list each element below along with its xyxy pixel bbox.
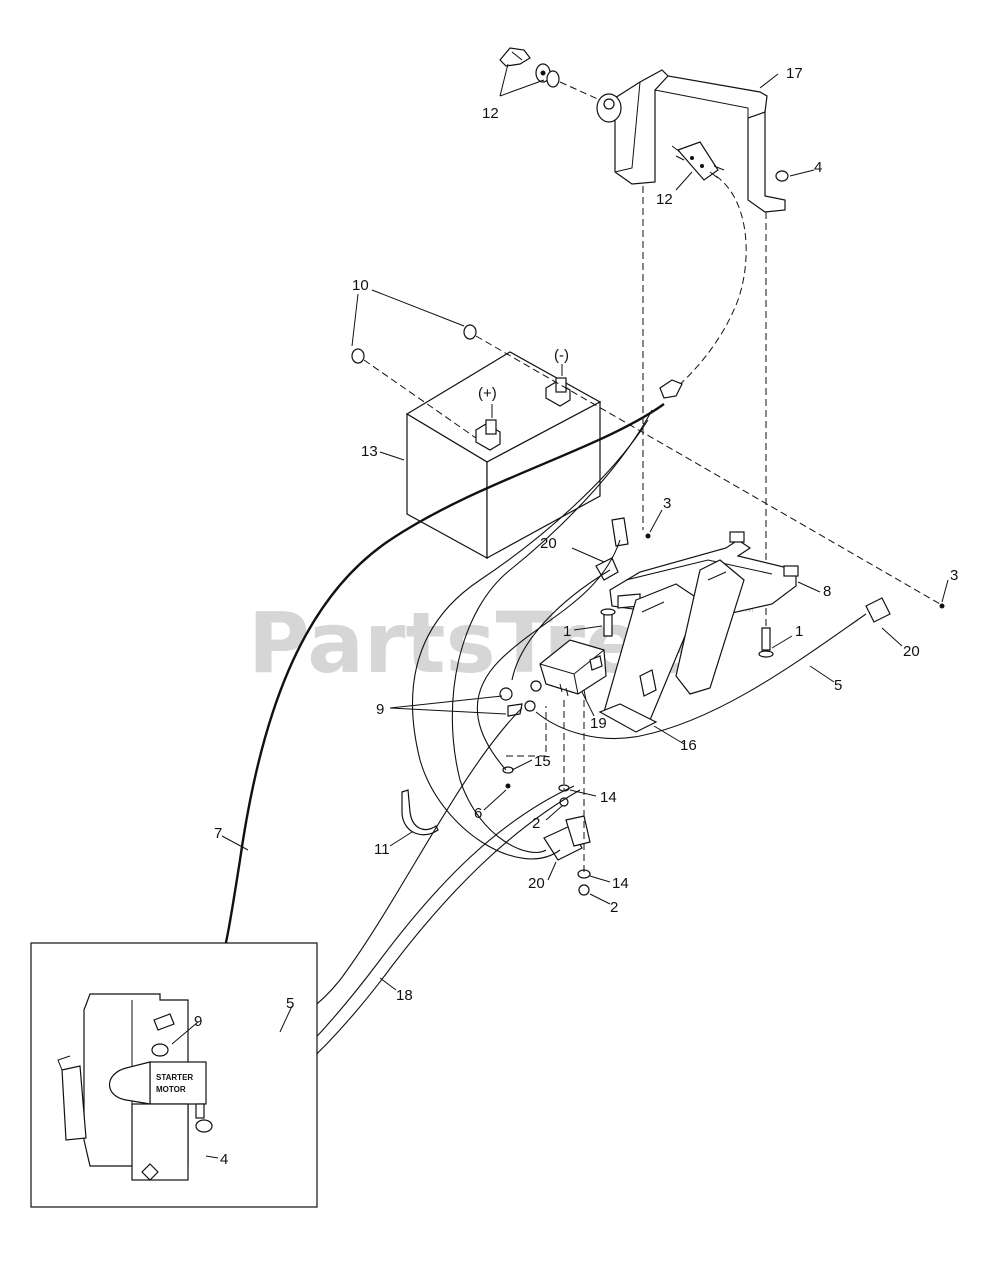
- callout-8: 8: [823, 583, 831, 600]
- callout-1a: 1: [563, 623, 571, 640]
- callout-9b: 9: [194, 1013, 202, 1030]
- cable-clips: [543, 517, 945, 861]
- ignition-switch: [671, 141, 725, 181]
- engine-inset: STARTER MOTOR: [30, 942, 318, 1208]
- switch-harness: [659, 175, 747, 399]
- callout-7: 7: [214, 825, 222, 842]
- callout-17: 17: [786, 65, 803, 82]
- callout-9a: 9: [376, 701, 384, 718]
- callout-20b: 20: [903, 643, 920, 660]
- bolt-right: [758, 627, 774, 658]
- callout-3a: 3: [663, 495, 671, 512]
- callout-3b: 3: [950, 567, 958, 584]
- terminal-nuts: [351, 324, 941, 605]
- callout-19: 19: [590, 715, 607, 732]
- callout-2b: 2: [610, 899, 618, 916]
- callout-18: 18: [396, 987, 413, 1004]
- callout-15: 15: [534, 753, 551, 770]
- callout-numbers: 12 17 12 4 10 13 3 20 3 8 1 1 20 5 9 19 …: [194, 65, 958, 1168]
- battery: (+) (-): [405, 347, 602, 560]
- callout-16: 16: [680, 737, 697, 754]
- positive-terminal-label: (+): [478, 385, 497, 402]
- bolt-left: [600, 608, 616, 637]
- callout-12b: 12: [656, 191, 673, 208]
- callout-2a: 2: [532, 815, 540, 832]
- callout-10: 10: [352, 277, 369, 294]
- negative-terminal-label: (-): [554, 347, 569, 364]
- hold-down-straps: [598, 559, 745, 733]
- callout-4b: 4: [220, 1151, 228, 1168]
- callout-14a: 14: [600, 789, 617, 806]
- callout-20a: 20: [540, 535, 557, 552]
- dash-bracket: [596, 69, 786, 213]
- key-and-nut: [499, 47, 601, 101]
- callout-1b: 1: [795, 623, 803, 640]
- starter-label-line1: STARTER: [156, 1073, 193, 1082]
- starter-solenoid: [539, 639, 607, 701]
- callout-11: 11: [374, 841, 390, 858]
- callout-20c: 20: [528, 875, 545, 892]
- small-hardware: [193, 170, 789, 1160]
- cable-tie: [401, 789, 439, 836]
- callout-13: 13: [361, 443, 378, 460]
- callout-6: 6: [474, 805, 482, 822]
- callout-5a: 5: [834, 677, 842, 694]
- callout-4a: 4: [814, 159, 822, 176]
- callout-14b: 14: [612, 875, 629, 892]
- leader-lines: [171, 63, 949, 1159]
- starter-label-line2: MOTOR: [156, 1085, 186, 1094]
- wire-harness: [411, 409, 653, 860]
- callout-5b: 5: [286, 995, 294, 1012]
- callout-12a: 12: [482, 105, 499, 122]
